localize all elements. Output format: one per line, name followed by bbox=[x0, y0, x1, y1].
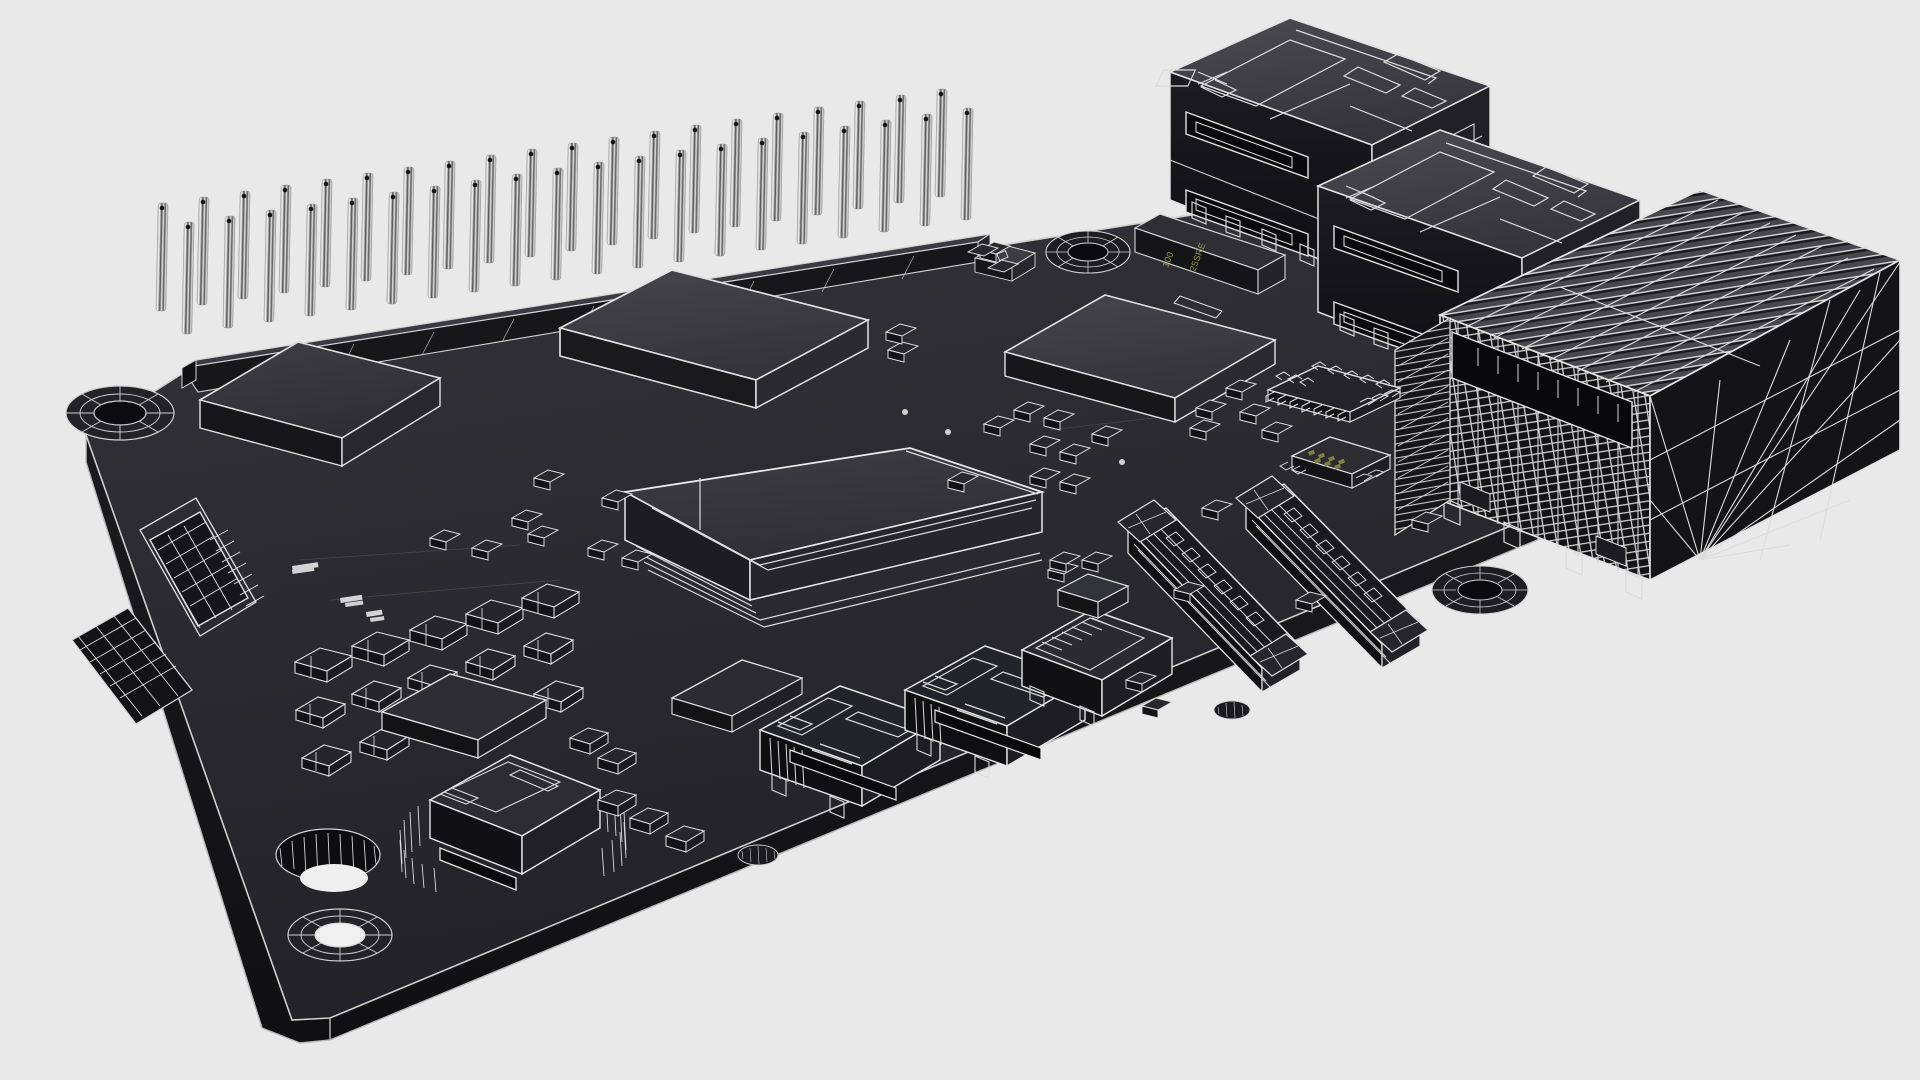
smd-square-group-left bbox=[568, 727, 706, 853]
usb-c-shell-rings bbox=[399, 805, 437, 893]
gpio-base-left bbox=[181, 359, 197, 389]
usb-stack-upper[interactable] bbox=[1155, 17, 1493, 282]
usb-controller bbox=[1265, 361, 1403, 423]
usb-upper-legs bbox=[1191, 201, 1315, 267]
crystal-ic-pins bbox=[1279, 461, 1386, 482]
hdmi-1[interactable] bbox=[903, 645, 1087, 779]
hdmi0-cavity bbox=[789, 749, 897, 801]
wifi-module-slot bbox=[1173, 295, 1223, 319]
soc bbox=[557, 269, 871, 410]
csi-connector[interactable] bbox=[1117, 499, 1309, 694]
ram bbox=[197, 341, 443, 468]
pmic bbox=[622, 447, 1046, 628]
hdmi1-body-vents bbox=[914, 697, 942, 746]
av-jack-legs bbox=[1029, 685, 1095, 727]
qfn-bl-right bbox=[477, 698, 547, 760]
ethernet-top-ribs bbox=[1465, 199, 1875, 393]
ethernet-jack[interactable] bbox=[1437, 189, 1903, 600]
dsi-cap-grid bbox=[1245, 487, 1419, 645]
hdmi1-legs bbox=[916, 733, 990, 779]
memory-chip bbox=[1002, 294, 1278, 424]
usb-c-slot bbox=[439, 847, 517, 891]
usb-c-shell-rings-right bbox=[601, 793, 627, 877]
ethernet-right-triangulation bbox=[1649, 261, 1901, 561]
wifi-module-right bbox=[1257, 254, 1286, 295]
csi-contacts bbox=[1133, 523, 1289, 688]
smd-ic-row bbox=[986, 259, 1444, 533]
board-edge-tab bbox=[71, 607, 193, 725]
soc-right bbox=[755, 318, 869, 410]
usb-c-body-right bbox=[521, 788, 601, 876]
ethernet-shield-left bbox=[1394, 316, 1451, 537]
csi-end-caps bbox=[1117, 499, 1309, 677]
usb-c-top-detail bbox=[439, 761, 562, 813]
mounting-hole-open-left bbox=[275, 828, 381, 892]
smd-cluster-left bbox=[293, 583, 585, 777]
oscillator-right bbox=[1097, 585, 1129, 619]
display-flex-outer bbox=[139, 497, 257, 637]
mounting-hole-br bbox=[1431, 565, 1529, 615]
wifi-module: 100 25SRE bbox=[1133, 213, 1287, 319]
poe-header-right bbox=[1011, 252, 1036, 282]
ethernet-right bbox=[1649, 258, 1901, 582]
hdmi0-legs bbox=[771, 773, 845, 819]
qfn-ic-bottom-left bbox=[380, 673, 548, 760]
hdmi1-cavity bbox=[934, 709, 1042, 761]
dsi-end-caps bbox=[1235, 475, 1429, 653]
bottom-left-ic-right bbox=[731, 677, 803, 733]
ram-right bbox=[341, 376, 441, 468]
pmic-layer-lines bbox=[635, 450, 1043, 628]
mounting-hole-bl bbox=[287, 908, 393, 962]
ethernet-leds bbox=[1459, 481, 1627, 567]
csi-cap-grid bbox=[1127, 511, 1299, 669]
mounting-hole-tl bbox=[65, 385, 175, 441]
mounting-hole-tr bbox=[1045, 230, 1131, 274]
dsi-contacts bbox=[1251, 499, 1409, 664]
smd-group-near-poe bbox=[966, 243, 1294, 443]
edge-tab-grid bbox=[77, 615, 179, 717]
dsi-latch-teeth bbox=[1283, 507, 1383, 603]
ethernet-port-contacts bbox=[1477, 348, 1619, 422]
ethernet-legs bbox=[1443, 497, 1643, 600]
via-circle-left bbox=[737, 844, 779, 866]
usb-lower-top-detail bbox=[1345, 142, 1597, 244]
av-jack-barrel bbox=[1034, 617, 1146, 671]
pad-marks-left bbox=[292, 562, 383, 617]
display-flex-connector[interactable] bbox=[139, 497, 265, 637]
smd-cluster-right bbox=[1048, 551, 1174, 719]
usb-controller-pins bbox=[1265, 361, 1402, 422]
gpio-pins-front-row bbox=[181, 107, 974, 335]
csi-latch-teeth bbox=[1165, 531, 1265, 627]
display-flex-mesh bbox=[151, 521, 239, 629]
crystal-ic-right bbox=[1351, 454, 1391, 489]
usb-upper-port-tongue bbox=[1195, 121, 1293, 246]
bottom-left-ic bbox=[670, 659, 804, 733]
pcb-bottom-outline bbox=[85, 397, 1881, 1044]
ethernet-shield-side bbox=[1394, 316, 1451, 537]
memory-right bbox=[1174, 338, 1276, 424]
usb-upper-top-detail bbox=[1155, 29, 1448, 132]
crystal-ic bbox=[1279, 436, 1392, 489]
gpio-pins-back-row bbox=[155, 88, 948, 312]
crystal-ic-die-marks bbox=[1308, 449, 1346, 470]
ethernet-port-cavity bbox=[1451, 330, 1633, 450]
usb-c-power[interactable] bbox=[399, 754, 627, 893]
oscillator bbox=[1056, 573, 1130, 619]
ethernet-shield-slats bbox=[1397, 337, 1449, 511]
pmic-right bbox=[749, 491, 1043, 601]
via-circle-right bbox=[1213, 700, 1251, 720]
test-points bbox=[902, 409, 1125, 465]
dsi-connector[interactable] bbox=[1235, 475, 1429, 670]
